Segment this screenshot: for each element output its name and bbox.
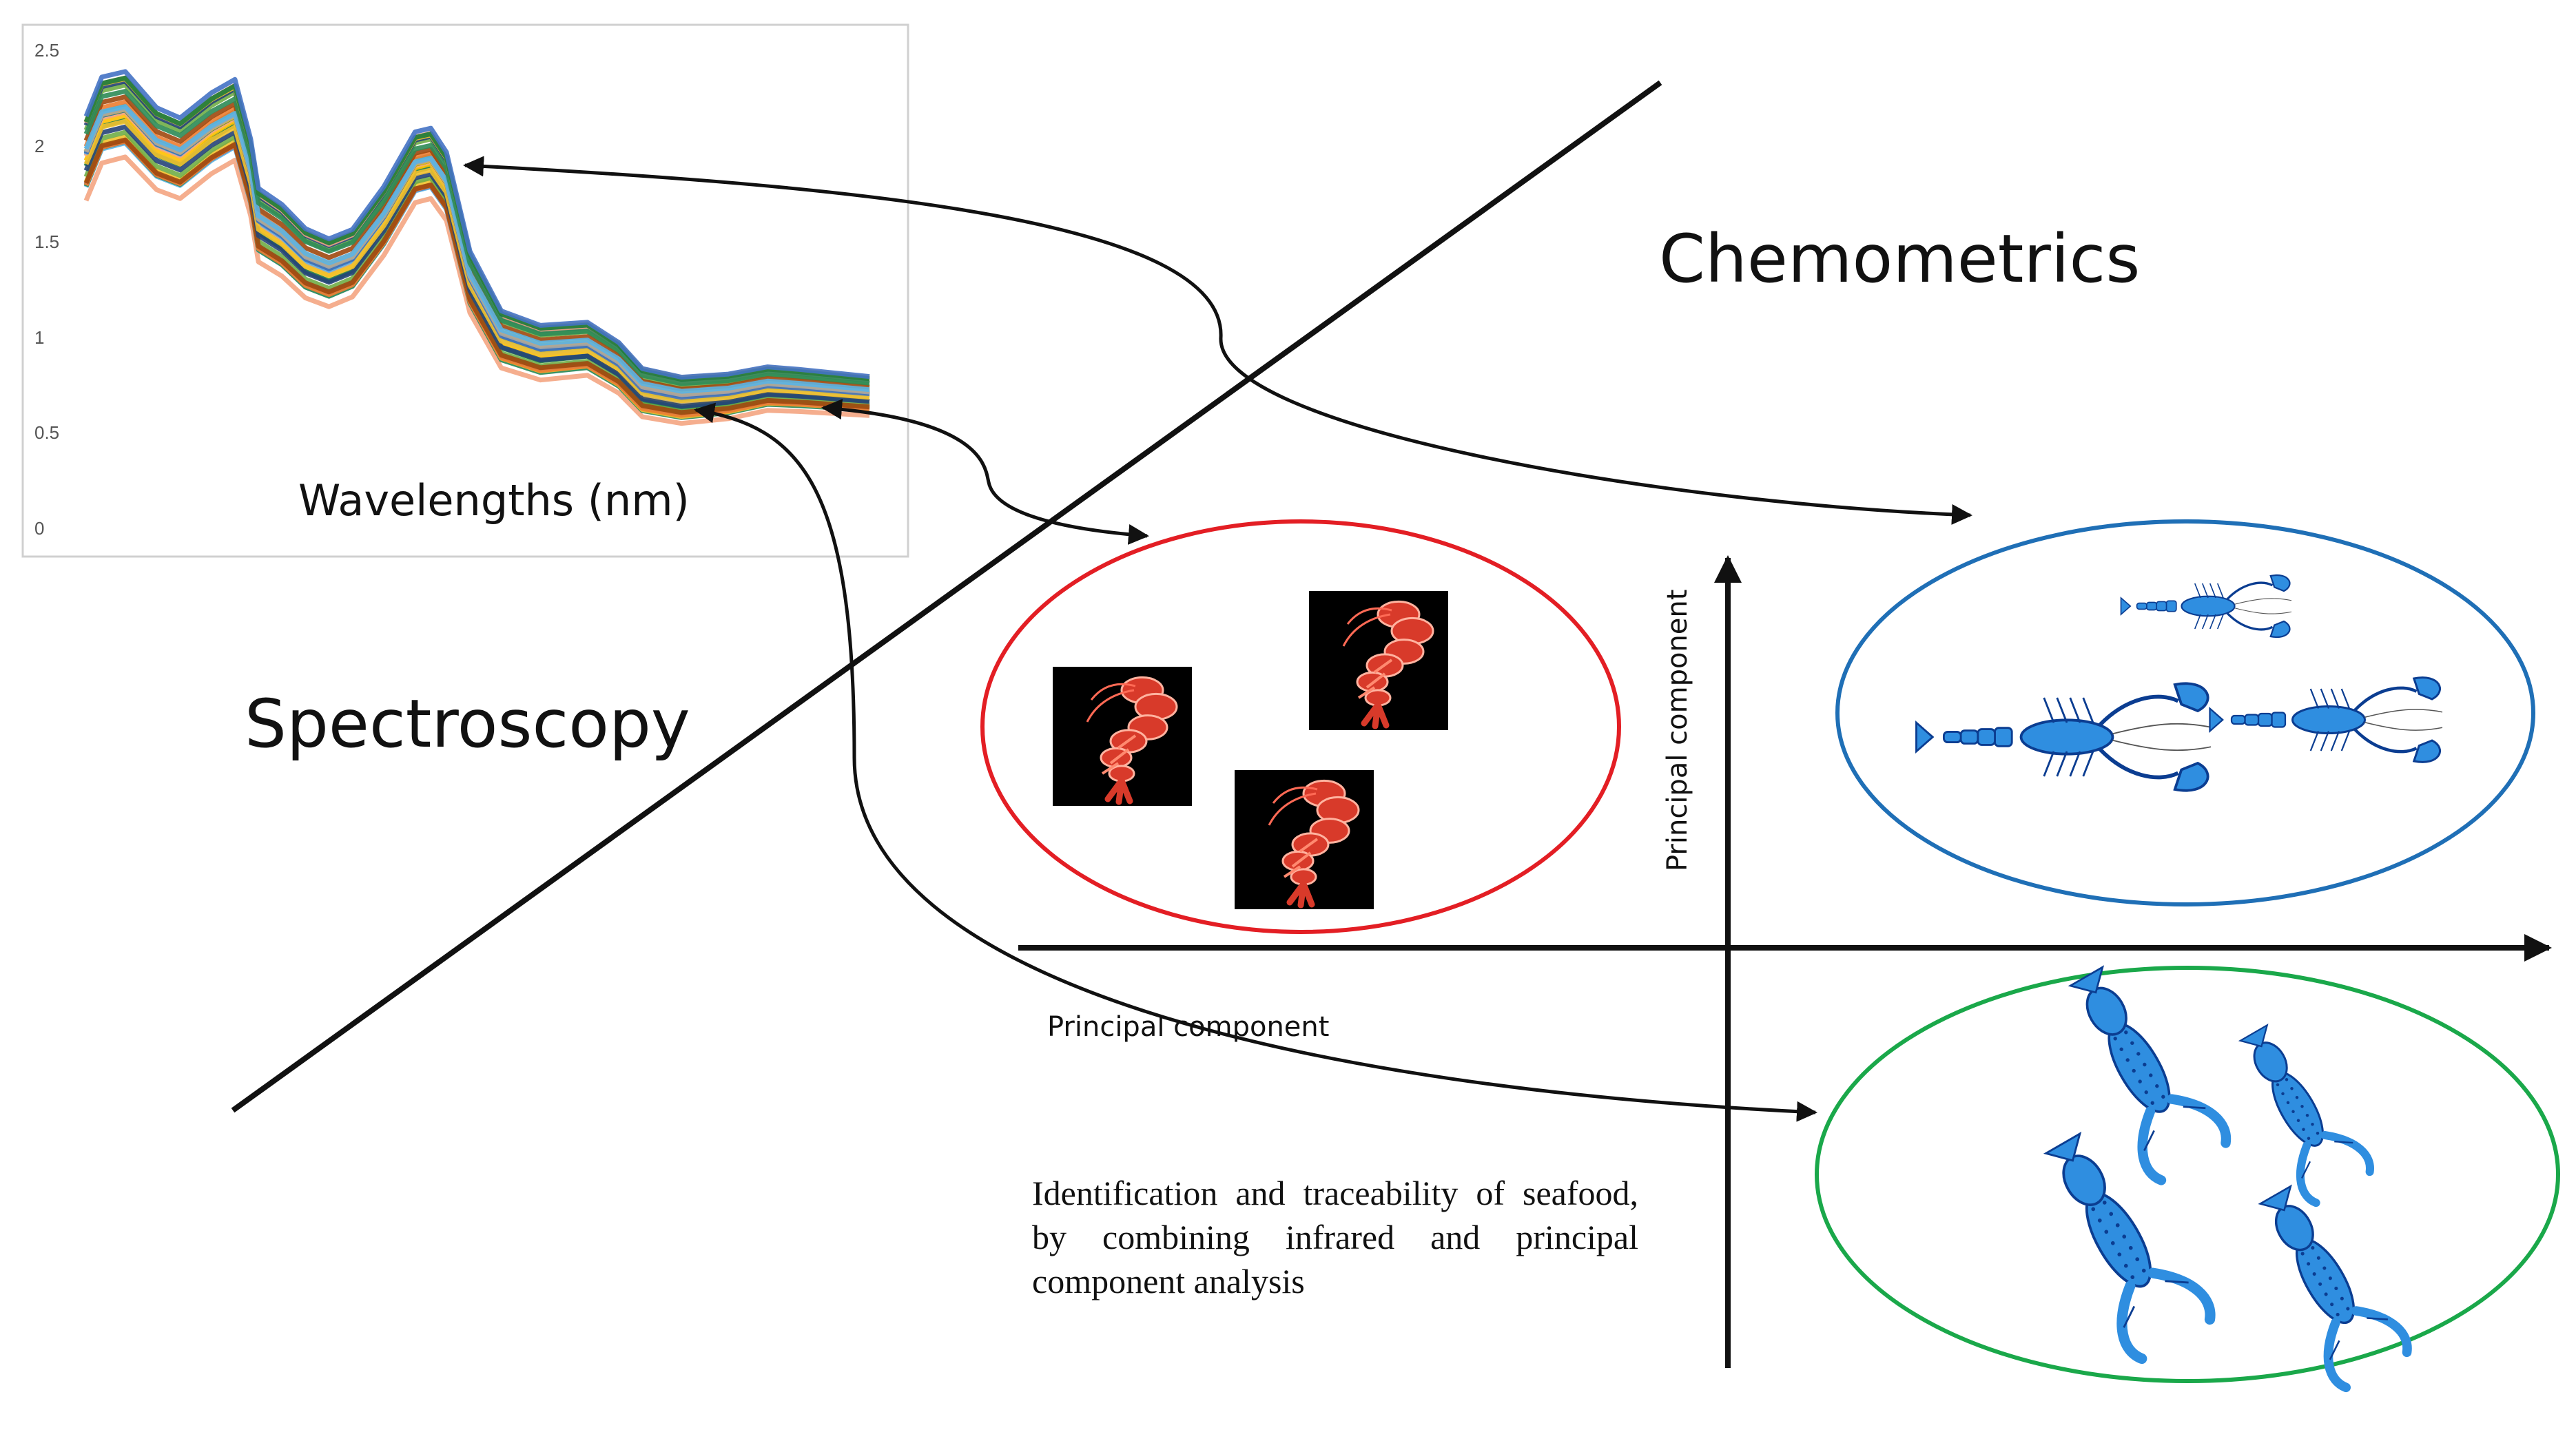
spectrum-ytick: 2	[34, 136, 45, 156]
shrimp-icon	[1053, 667, 1192, 806]
spotted-lobster-icon	[2238, 1023, 2374, 1207]
chemometrics-heading: Chemometrics	[1659, 220, 2141, 298]
lobster-icon	[2209, 676, 2443, 763]
lobster-icon	[1915, 682, 2212, 792]
spectroscopy-heading: Spectroscopy	[245, 685, 690, 763]
shrimp-icon	[1309, 591, 1448, 730]
cluster-lobster-bottom-ellipse	[1815, 966, 2560, 1383]
shrimp-icon	[1235, 770, 1374, 909]
spectrum-ytick: 1	[34, 327, 45, 348]
pca-x-axis-label: Principal component	[1047, 1011, 1330, 1043]
spotted-lobster-icon	[2258, 1184, 2412, 1393]
pca-y-axis-label: Principal component	[1662, 589, 1693, 871]
spectrum-ytick: 0.5	[34, 422, 60, 443]
arrow-spectrum-to-lobster-bottom	[694, 402, 1817, 1122]
spectrum-ytick: 2.5	[34, 40, 60, 61]
spotted-lobster-icon	[2043, 1131, 2216, 1365]
lobster-icon	[2120, 574, 2292, 639]
diagram-caption: Identification and traceability of seafo…	[1032, 1174, 1638, 1300]
cluster-lobster-top-ellipse	[1835, 519, 2535, 906]
spectrum-ytick: 0	[34, 518, 45, 539]
spectrum-ytick: 1.5	[34, 231, 60, 252]
spectrum-xaxis-label: Wavelengths (nm)	[298, 475, 690, 526]
spotted-lobster-icon	[2068, 965, 2232, 1185]
